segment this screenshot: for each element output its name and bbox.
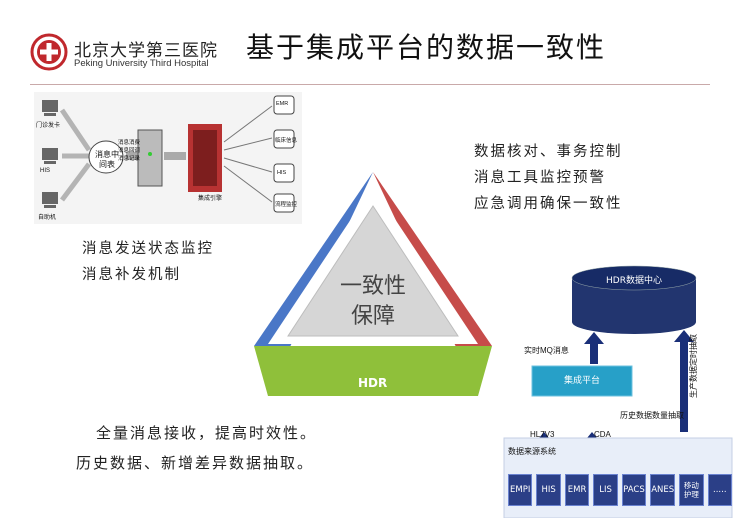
- source-systems-row: EMPI HIS EMR LIS PACS ANES 移动护理 .....: [508, 474, 733, 506]
- target-label: 流程监控: [275, 202, 298, 208]
- source-label: HIS: [40, 168, 51, 174]
- hdr-edge-label: HDR: [358, 376, 388, 390]
- middle-label: 消息消费: [118, 140, 141, 146]
- system-box: HIS: [536, 474, 561, 506]
- mq-label: 实时MQ消息: [524, 346, 569, 355]
- cda-label: CDA: [594, 430, 611, 439]
- bullet-item: 消息工具监控预警: [474, 170, 606, 186]
- middle-table-label: 消息中间表: [95, 150, 119, 169]
- triangle-center-text: 一致性 保障: [339, 274, 406, 329]
- production-label: 生产数据定时抽取: [689, 334, 698, 398]
- consistency-triangle: [250, 168, 496, 400]
- history-label: 历史数据数量抽取: [620, 411, 684, 420]
- system-box: 移动护理: [679, 474, 704, 506]
- system-box: PACS: [621, 474, 647, 506]
- bottom-bullet-list: 全量消息接收，提高时效性。 历史数据、新增差异数据抽取。: [76, 418, 317, 478]
- system-box: ANES: [650, 474, 676, 506]
- hdr-center-label: HDR数据中心: [606, 276, 662, 286]
- source-label: 自助机: [38, 215, 57, 221]
- middle-label: 消息记录: [118, 156, 141, 162]
- message-flow-diagram: [34, 92, 302, 224]
- right-bullet-list: 数据核对、事务控制 消息工具监控预警 应急调用确保一致性: [474, 139, 623, 217]
- integration-engine-label: 集成引擎: [198, 196, 223, 202]
- hospital-name-cn: 北京大学第三医院: [74, 41, 218, 61]
- target-label: 临床信息: [275, 138, 298, 144]
- bullet-item: 全量消息接收，提高时效性。: [96, 424, 318, 442]
- hl7-label: HL7V3: [530, 430, 555, 439]
- bullet-item: 数据核对、事务控制: [474, 144, 623, 160]
- system-box: .....: [707, 474, 733, 506]
- bullet-item: 历史数据、新增差异数据抽取。: [76, 454, 315, 472]
- source-systems-title: 数据来源系统: [508, 447, 556, 456]
- left-bullet-list: 消息发送状态监控 消息补发机制: [82, 236, 214, 288]
- system-box: EMPI: [508, 474, 533, 506]
- target-label: HIS: [277, 170, 287, 176]
- bullet-item: 消息补发机制: [82, 267, 181, 283]
- platform-label: 集成平台: [563, 376, 600, 386]
- source-label: 门诊发卡: [36, 123, 61, 129]
- header-divider: [30, 84, 710, 85]
- bullet-item: 应急调用确保一致性: [474, 196, 623, 212]
- hospital-name-en: Peking University Third Hospital: [74, 58, 209, 69]
- system-box: EMR: [564, 474, 590, 506]
- system-box: LIS: [593, 474, 618, 506]
- target-label: EMR: [276, 101, 289, 107]
- hospital-logo-icon: [30, 33, 68, 71]
- page-title: 基于集成平台的数据一致性: [246, 31, 607, 64]
- bullet-item: 消息发送状态监控: [82, 241, 214, 257]
- middle-label: 消息回调: [118, 148, 141, 154]
